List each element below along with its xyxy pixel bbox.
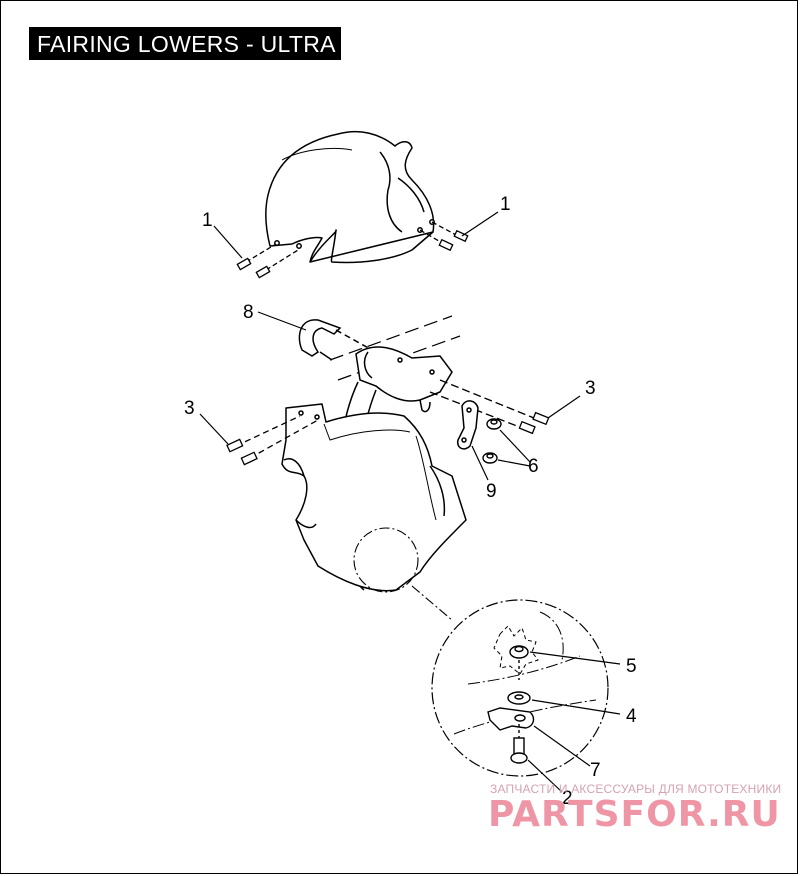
upper-fairing-cap: [265, 130, 435, 264]
screw-item-3-left-b: [240, 419, 319, 466]
screw-item-3-right-a: [439, 379, 550, 426]
diagram-title: FAIRING LOWERS - ULTRA: [29, 27, 341, 60]
leader-lines: [199, 211, 621, 793]
washer-item-4: [507, 691, 531, 705]
detail-reference: [353, 527, 453, 621]
callout-7: 7: [590, 760, 601, 781]
callout-2: 2: [562, 788, 573, 809]
callout-4: 4: [626, 706, 637, 727]
screw-item-1-right-b: [431, 221, 469, 243]
nut-item-6-b: [482, 452, 498, 464]
fairing-lower-panel: [281, 403, 467, 592]
callout-5: 5: [626, 656, 637, 677]
screw-item-3-left-a: [226, 415, 301, 453]
watermark-brand: PARTSFOR.RU: [488, 794, 781, 835]
callout-3-left: 3: [184, 398, 195, 419]
screw-item-1-left-b: [255, 249, 299, 279]
clip-item-7: [487, 707, 535, 731]
bracket-item-9: [456, 400, 479, 450]
screw-item-1-right-a: [419, 229, 454, 252]
callout-8: 8: [243, 302, 254, 323]
callout-1-right: 1: [500, 194, 511, 215]
u-clamp-item-8: [298, 319, 373, 361]
screw-item-1-left-a: [236, 243, 277, 271]
watermark-tagline: ЗАПЧАСТИ И АКСЕССУАРЫ ДЛЯ МОТОТЕХНИКИ: [490, 782, 781, 796]
callout-1-left: 1: [202, 210, 213, 231]
callout-6: 6: [528, 456, 539, 477]
nut-item-5: [509, 645, 529, 680]
nut-item-6-a: [486, 418, 502, 430]
bolt-item-2: [510, 724, 528, 764]
callout-9: 9: [486, 481, 497, 502]
callout-3-right: 3: [585, 378, 596, 399]
